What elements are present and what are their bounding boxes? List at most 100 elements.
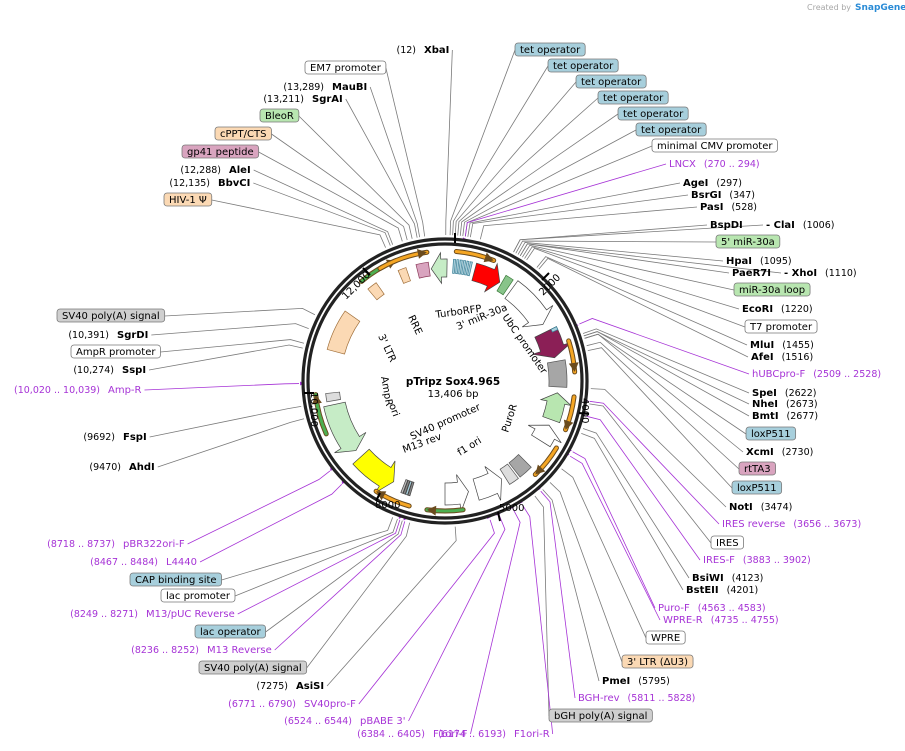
enzyme-position: (4201) — [727, 585, 759, 596]
leader-line — [522, 504, 554, 735]
enzyme-name: BbvCI — [218, 178, 250, 189]
primer-name: hUBCpro-F — [752, 369, 805, 380]
tet-operator-mark — [467, 261, 473, 277]
label-enzyme-afei-34: AfeI(1516) — [751, 352, 813, 363]
enzyme-name: AsiSI — [296, 681, 324, 692]
enzyme-position: (4123) — [732, 573, 764, 584]
leader-line — [253, 169, 394, 245]
enzyme-position: (1516) — [782, 352, 814, 363]
label-primer-m13-puc-reverse-58: (8249 .. 8271)M13/pUC Reverse — [70, 609, 235, 620]
plasmid-name: pTripz Sox4.965 — [406, 376, 500, 388]
label-enzyme-paer7i-25: PaeR7I — [732, 268, 771, 279]
feature-name: 3' LTR (ΔU3) — [627, 657, 688, 668]
primer-name: M13 Reverse — [207, 645, 272, 656]
feature-name: EM7 promoter — [310, 63, 382, 74]
primer-position: (6174 .. 6193) — [438, 729, 506, 740]
label-enzyme-hpai-24: HpaI(1095) — [726, 256, 792, 267]
leader-line — [590, 388, 727, 508]
enzyme-position: (9470) — [89, 462, 121, 473]
feature-box — [304, 60, 387, 75]
label-enzyme-sspi-35: (10,274)SspI — [73, 365, 146, 376]
feature-name: 5' miR-30a — [721, 237, 775, 248]
leader-line — [587, 347, 733, 489]
label-primer-hubcpro-f-36: hUBCpro-F(2509 .. 2528) — [752, 369, 881, 380]
feature-box — [181, 144, 260, 159]
enzyme-position: (5795) — [638, 676, 670, 687]
label-feature-t7-promoter-29: T7 promoter — [744, 319, 818, 334]
sv40-pa-mark — [499, 463, 519, 485]
label-feature-rtta3-45: rtTA3 — [738, 461, 776, 476]
leader-line — [519, 243, 782, 274]
leader-line — [513, 224, 764, 253]
label-primer-m13-reverse-62: (8236 .. 8252)M13 Reverse — [131, 645, 272, 656]
feature-name: loxP511 — [751, 429, 791, 440]
feature-name: miR-30a loop — [739, 285, 805, 296]
backbone-inner-strand — [306, 242, 584, 520]
enzyme-position: (9692) — [83, 432, 115, 443]
tick-label-10000: 10,000 — [308, 392, 319, 427]
label-primer-puro-f-57: Puro-F(4563 .. 4583) — [658, 603, 766, 614]
enzyme-position: (528) — [731, 202, 757, 213]
label-feature-loxp511-41: loxP511 — [745, 426, 797, 441]
leader-line — [579, 318, 750, 375]
enzyme-name: BmtI — [752, 411, 779, 422]
label-enzyme-xcmi-43: XcmI(2730) — [746, 447, 813, 458]
credit-prefix: Created by — [807, 3, 851, 12]
enzyme-position: (13,289) — [283, 82, 324, 93]
primer-name: M13/pUC Reverse — [146, 609, 235, 620]
leader-line — [522, 244, 735, 291]
enzyme-name: HpaI — [726, 256, 752, 267]
label-enzyme-bsrgi-18: BsrGI(347) — [691, 190, 755, 201]
leader-line — [582, 428, 690, 579]
leader-line — [221, 517, 394, 581]
turborfp-arrow — [471, 262, 501, 293]
leader-line — [517, 242, 724, 262]
leader-line — [199, 483, 343, 563]
label-enzyme-ecori-28: EcoRI(1220) — [742, 304, 813, 315]
mir30a-mark — [496, 274, 514, 296]
feature-name: rtTA3 — [744, 464, 771, 475]
enzyme-position: (12,135) — [169, 178, 210, 189]
label-primer-amp-r-37: (10,020 .. 10,039)Amp-R — [14, 385, 142, 396]
loxp511-mark — [550, 326, 559, 333]
enzyme-position: (2673) — [786, 399, 818, 410]
feature-box — [621, 654, 694, 669]
primer-position: (8467 .. 8484) — [90, 557, 158, 568]
leader-line — [271, 133, 408, 241]
enzyme-name: BsrGI — [691, 190, 721, 201]
leader-line — [369, 86, 421, 238]
leader-line — [157, 418, 305, 468]
inner-label-ori: ori — [386, 402, 401, 418]
leader-line — [589, 403, 712, 544]
leader-line — [582, 328, 750, 394]
leader-line — [584, 333, 747, 435]
label-enzyme-xbai-0: (12)XbaI — [396, 45, 449, 56]
inner-label-f1-ori: f1 ori — [456, 435, 484, 458]
leader-line — [526, 247, 746, 328]
feature-name: SV40 poly(A) signal — [204, 663, 302, 674]
enzyme-position: (10,274) — [73, 365, 114, 376]
enzyme-name: XcmI — [746, 447, 774, 458]
label-enzyme-sgrdi-31: (10,391)SgrDI — [68, 330, 148, 341]
primer-position: (3656 .. 3673) — [793, 519, 861, 530]
leader-line — [515, 240, 717, 254]
enzyme-name: PasI — [700, 202, 723, 213]
leader-line — [464, 163, 667, 237]
enzyme-position: (1006) — [803, 220, 835, 231]
enzyme-name: BsiWI — [692, 573, 724, 584]
label-feature-em7-promoter-2: EM7 promoter — [304, 60, 387, 75]
enzyme-name: AgeI — [683, 178, 708, 189]
enzyme-name: NheI — [752, 399, 778, 410]
ubc-promoter-arrow — [504, 280, 554, 328]
feature-box — [548, 708, 653, 723]
label-enzyme-nhei-39: NheI (2673) — [752, 399, 818, 410]
feature-box — [194, 624, 266, 639]
label-enzyme-clai-22: - ClaI(1006) — [766, 220, 834, 231]
feature-box — [744, 319, 818, 334]
label-enzyme-xhoi-26: - XhoI(1110) — [784, 268, 857, 279]
label-primer-ires-reverse-48: IRES reverse(3656 .. 3673) — [722, 519, 861, 530]
enzyme-name: XbaI — [424, 45, 449, 56]
label-primer-f1ori-r-72: (6174 .. 6193)F1ori-R — [438, 729, 550, 740]
